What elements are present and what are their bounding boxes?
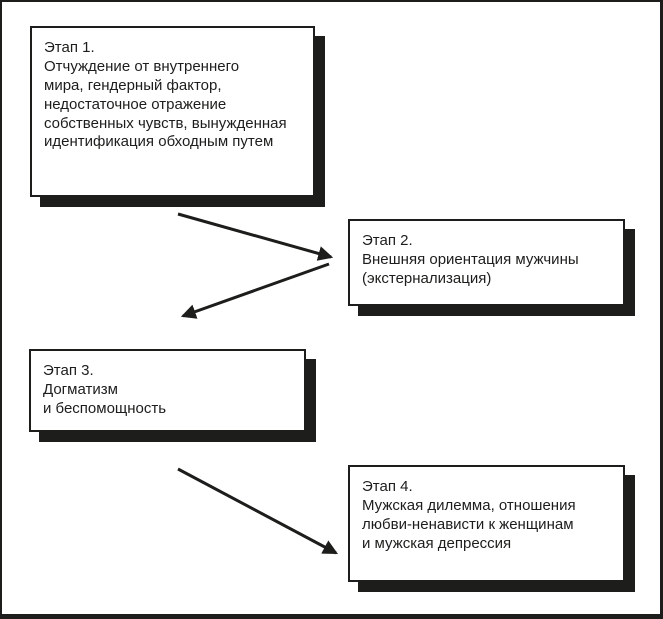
arrow-stage-3-to-stage-4 [177,467,338,555]
stage-2-box: Этап 2. Внешняя ориентация мужчины (экст… [348,219,625,306]
arrow-stage-2-to-stage-3 [180,262,330,319]
stage-4-title: Этап 4. [362,478,413,495]
stage-3-text: Догматизм и беспомощность [43,380,167,417]
stage-1-text: Отчуждение от внутреннего мира, гендерны… [44,57,287,151]
stage-2-title: Этап 2. [362,232,413,249]
arrow-stage-1-to-stage-2 [177,212,334,261]
stage-1-box: Этап 1. Отчуждение от внутреннего мира, … [30,26,315,197]
stage-1-title: Этап 1. [44,39,95,56]
stage-4-text: Мужская дилемма, отношения любви-ненавис… [362,496,576,552]
stage-2-text: Внешняя ориентация мужчины (экстернализа… [362,250,579,287]
stage-3-title: Этап 3. [43,362,94,379]
stage-4-box: Этап 4. Мужская дилемма, отношения любви… [348,465,625,582]
stage-3-box: Этап 3. Догматизм и беспомощность [29,349,306,432]
